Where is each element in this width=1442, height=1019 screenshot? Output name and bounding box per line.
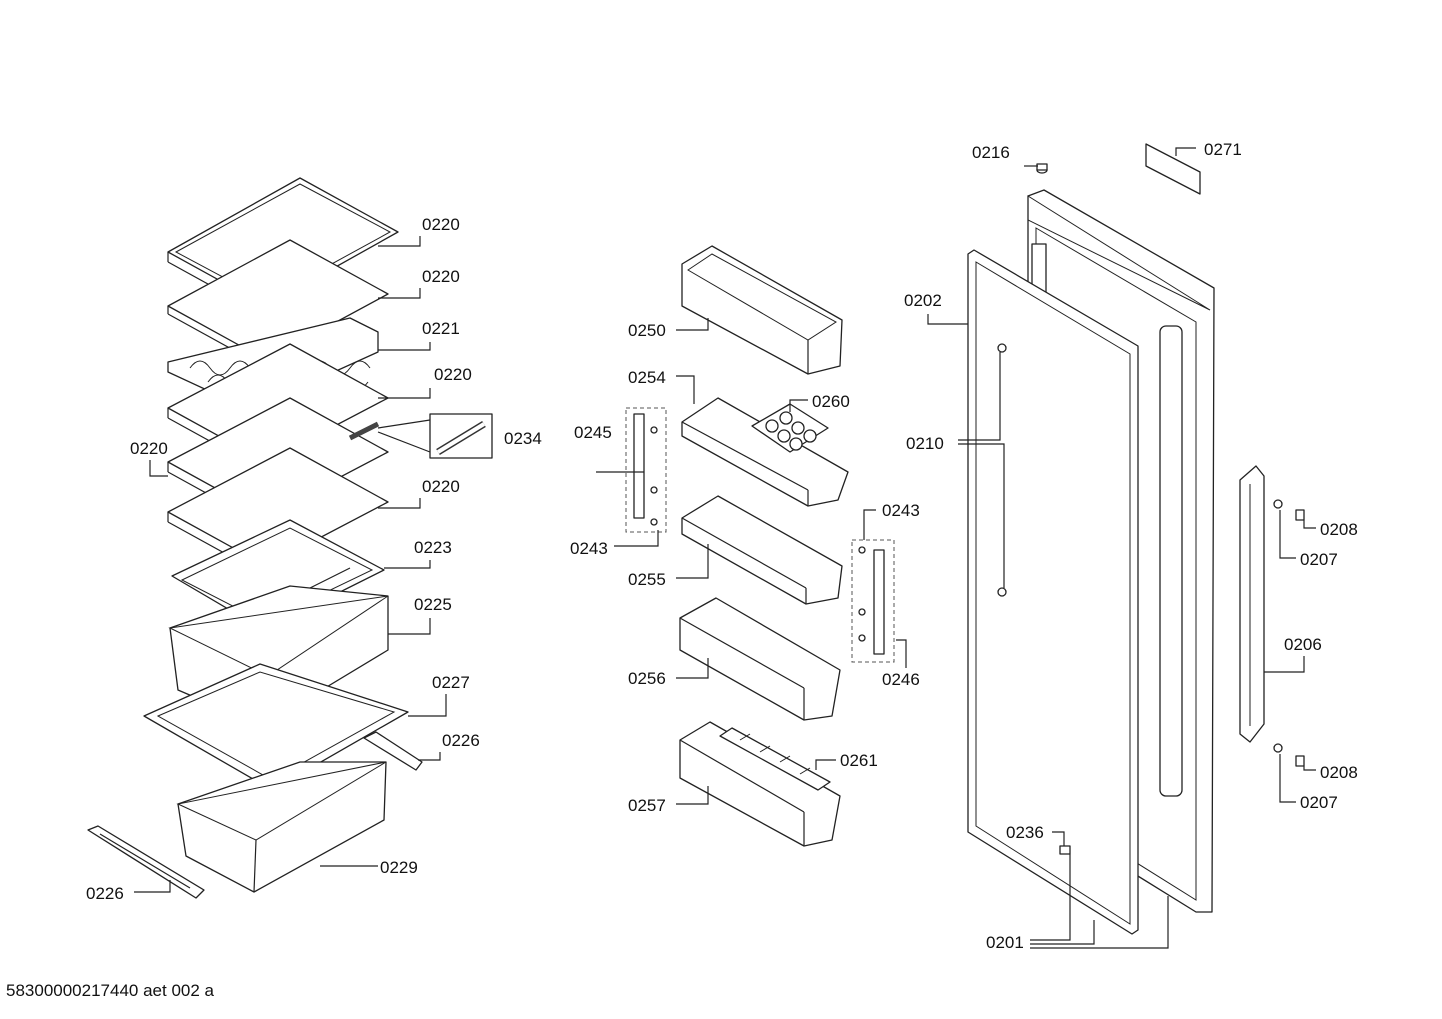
leader-lines-middle (596, 318, 907, 805)
label-shelf-5: 0220 (422, 477, 460, 496)
label-egg-tray: 0260 (812, 392, 850, 411)
label-trim-right: 0246 (882, 670, 920, 689)
label-crisper-1: 0225 (414, 595, 452, 614)
label-cover-plate: 0227 (432, 673, 470, 692)
leader-lines-right (927, 147, 1316, 949)
handle-hardware (1273, 499, 1305, 767)
trim-right (851, 539, 895, 663)
label-hinge-bolts: 0210 (906, 434, 944, 453)
document-id: 58300000217440 aet 002 a (6, 981, 214, 1000)
door-bin-top (681, 245, 843, 375)
label-shelf-2: 0220 (422, 267, 460, 286)
door-pin (1036, 163, 1048, 174)
label-crisper-2: 0229 (380, 858, 418, 877)
label-screw-right: 0243 (882, 501, 920, 520)
leader-lines-left (134, 236, 447, 893)
label-bottle-holder: 0261 (840, 751, 878, 770)
label-handle-cap-top: 0208 (1320, 520, 1358, 539)
label-shelf-4: 0220 (130, 439, 168, 458)
clip (1059, 845, 1071, 855)
crisper-2 (176, 761, 387, 893)
bottle-holder (719, 727, 831, 791)
rail-left (87, 825, 205, 899)
label-handle-screw-top: 0207 (1300, 550, 1338, 569)
label-rod-box: 0234 (504, 429, 542, 448)
rod-detail-box (377, 413, 493, 459)
label-cover-shelf: 0223 (414, 538, 452, 557)
rod (348, 421, 380, 441)
label-handle-screw-bottom: 0207 (1300, 793, 1338, 812)
hinge-bolts (997, 343, 1007, 597)
label-gasket: 0202 (904, 291, 942, 310)
label-screw-left: 0243 (570, 539, 608, 558)
door-bin-3 (681, 495, 843, 605)
label-door: 0201 (986, 933, 1024, 952)
label-handle-cap-bottom: 0208 (1320, 763, 1358, 782)
label-door-bin-4: 0256 (628, 669, 666, 688)
cover-plate (143, 663, 409, 791)
egg-tray (751, 403, 829, 453)
label-door-bin-2: 0254 (628, 368, 666, 387)
label-door-pin: 0216 (972, 143, 1010, 162)
label-door-bin-top: 0250 (628, 321, 666, 340)
door-bin-5 (679, 721, 841, 847)
part-number-labels: 0220 0220 0221 0220 0220 0234 0220 0223 … (86, 140, 1358, 952)
label-wine-rack: 0221 (422, 319, 460, 338)
label-handle: 0206 (1284, 635, 1322, 654)
label-door-bin-3: 0255 (628, 570, 666, 589)
label-shelf-3: 0220 (434, 365, 472, 384)
label-label-strip: 0271 (1204, 140, 1242, 159)
door-bin-2 (681, 397, 849, 507)
label-strip (1145, 143, 1201, 195)
label-trim-left: 0245 (574, 423, 612, 442)
trim-left (625, 407, 667, 533)
label-shelf-1: 0220 (422, 215, 460, 234)
gasket (967, 249, 1139, 935)
label-rail-left: 0226 (86, 884, 124, 903)
label-door-bin-5: 0257 (628, 796, 666, 815)
handle (1239, 465, 1265, 743)
label-clip: 0236 (1006, 823, 1044, 842)
rail-right (363, 731, 423, 771)
label-rail-right: 0226 (442, 731, 480, 750)
door-bin-4 (679, 597, 841, 721)
